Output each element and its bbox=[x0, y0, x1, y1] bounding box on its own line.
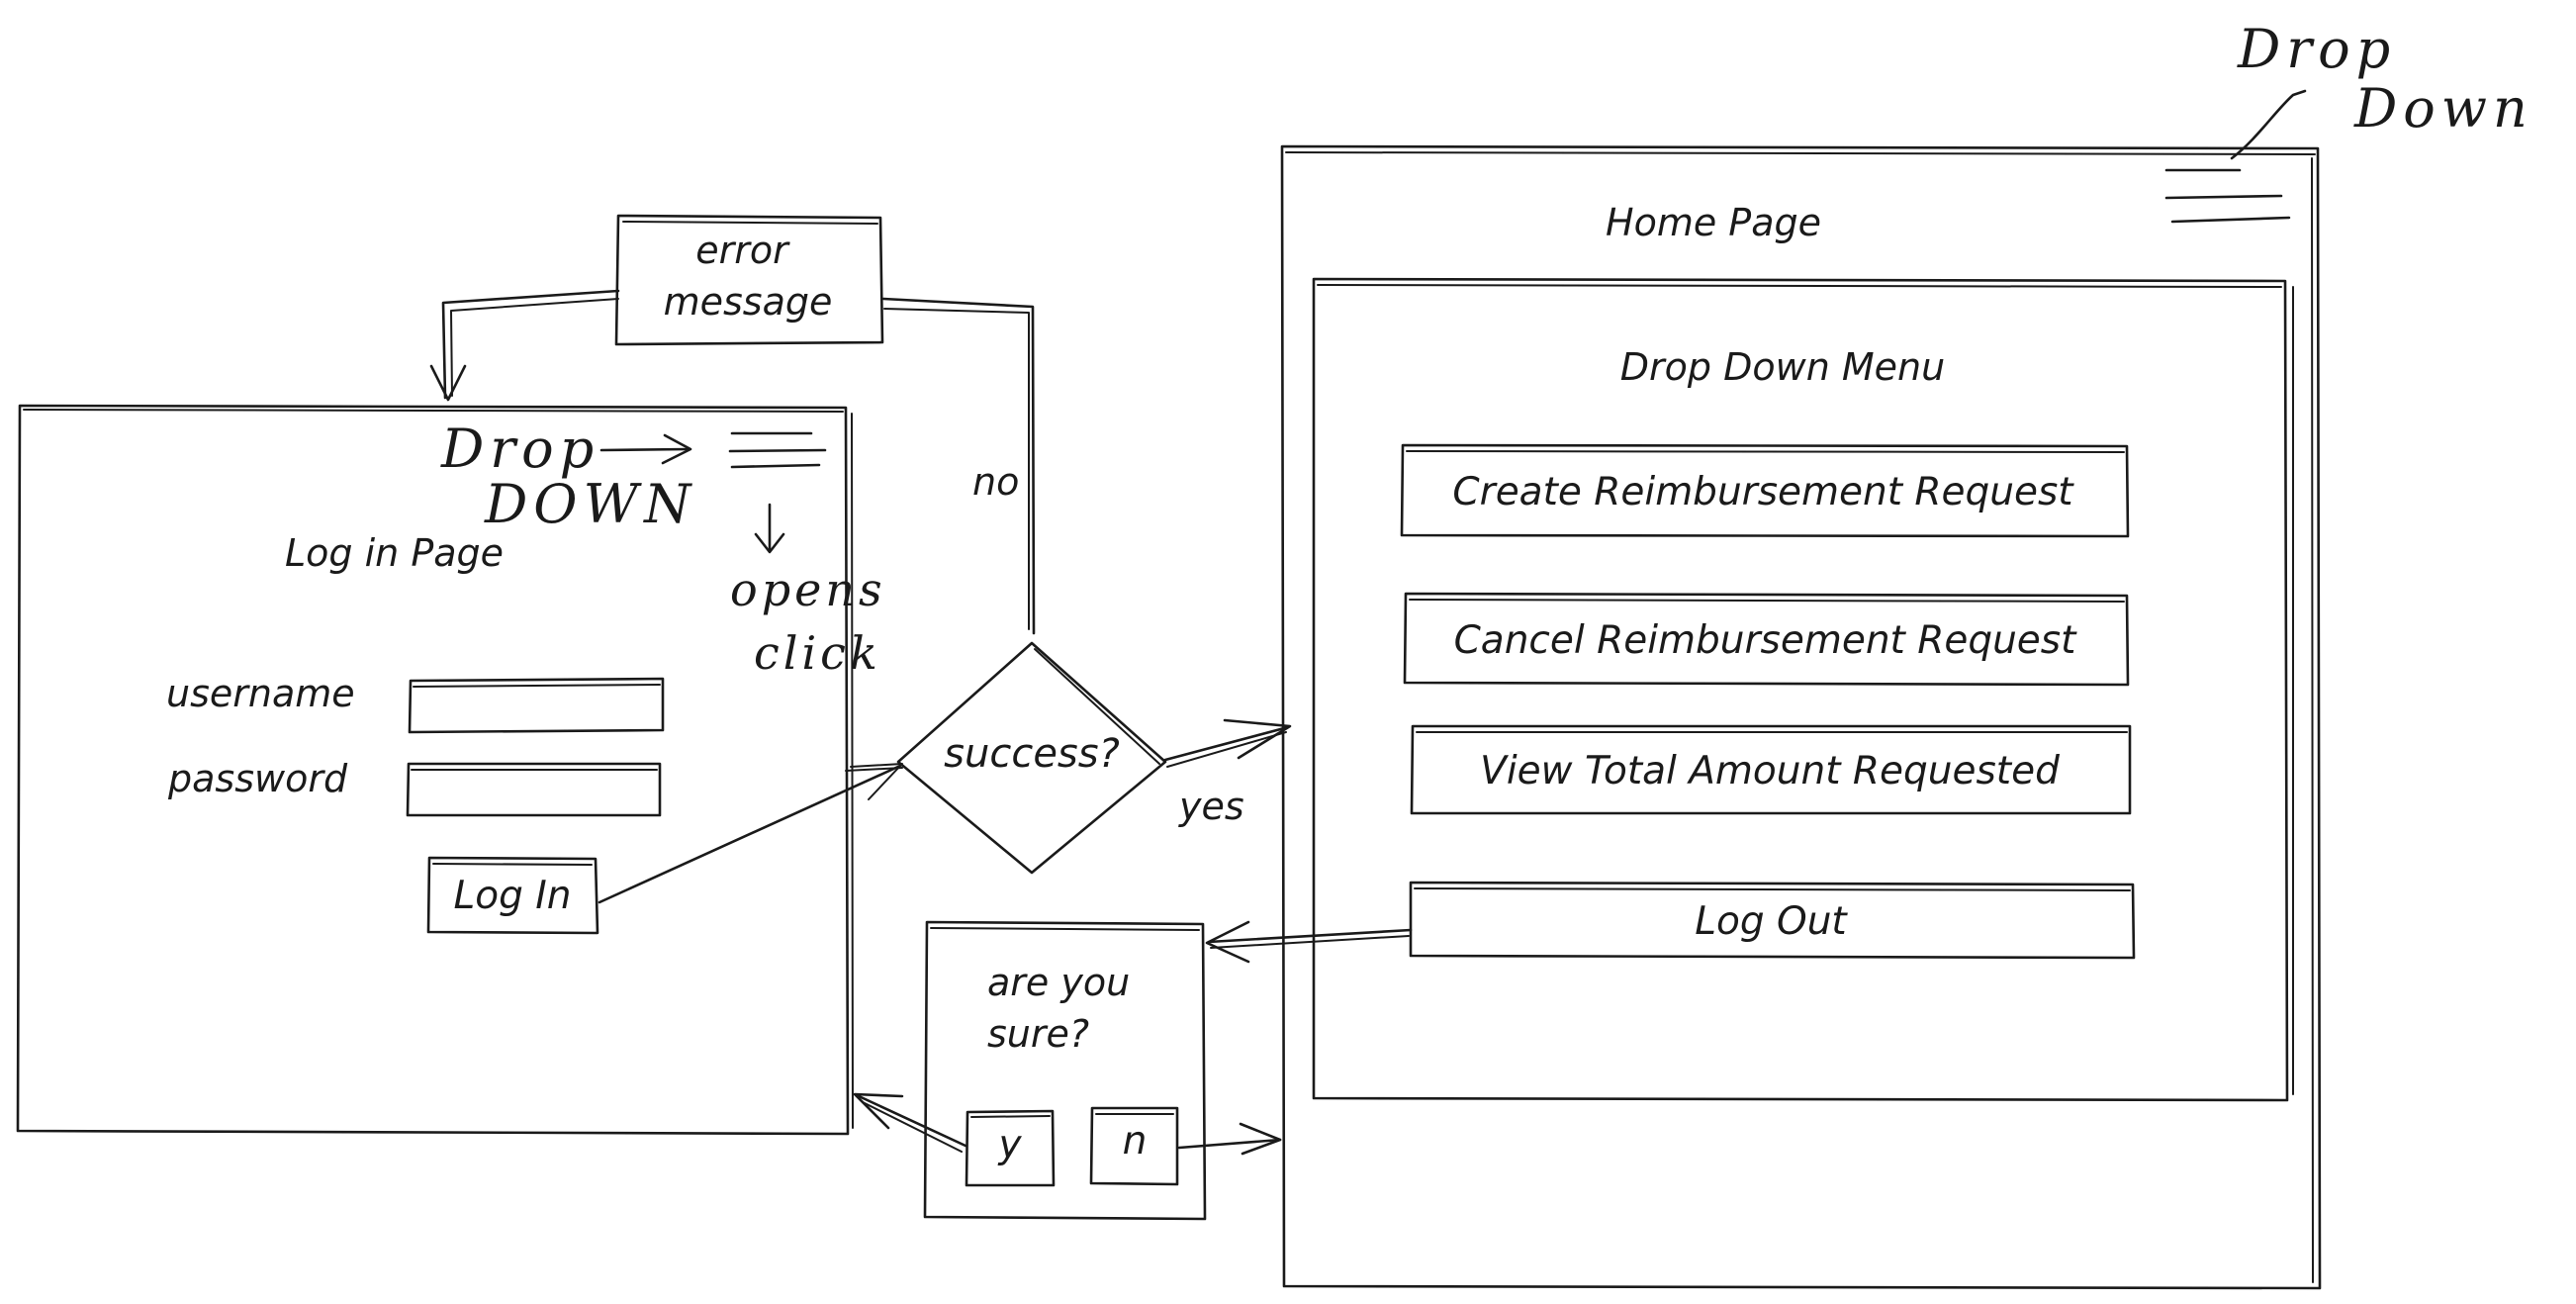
password-label: password bbox=[167, 757, 348, 800]
no-branch-line bbox=[881, 297, 1036, 635]
password-field[interactable] bbox=[406, 762, 662, 817]
confirm-no-label: n bbox=[1123, 1119, 1148, 1164]
logout-button[interactable]: Log Out bbox=[1409, 881, 2136, 960]
login-to-decision-arrow bbox=[598, 763, 903, 904]
cancel-reimbursement-button[interactable]: Cancel Reimbursement Request bbox=[1403, 592, 2130, 687]
view-total-amount-button[interactable]: View Total Amount Requested bbox=[1410, 724, 2132, 815]
home-page-frame bbox=[1280, 144, 2322, 1290]
create-reimbursement-label: Create Reimbursement Request bbox=[1452, 470, 2074, 514]
username-label: username bbox=[166, 672, 355, 715]
login-button-label: Log In bbox=[454, 874, 572, 918]
create-reimbursement-button[interactable]: Create Reimbursement Request bbox=[1400, 443, 2130, 538]
cancel-reimbursement-label: Cancel Reimbursement Request bbox=[1454, 618, 2078, 663]
home-dropdown-note-line2: Down bbox=[2353, 77, 2533, 140]
yes-branch-label: yes bbox=[1178, 785, 1244, 828]
drop-to-hamburger-arrow bbox=[599, 433, 692, 465]
error-message-line1: error bbox=[695, 229, 790, 272]
opens-note-line1: opens bbox=[730, 563, 886, 616]
login-dropdown-note-line1: Drop bbox=[440, 418, 599, 480]
view-total-amount-label: View Total Amount Requested bbox=[1480, 749, 2060, 793]
home-dropdown-pointer bbox=[2230, 89, 2307, 160]
yes-branch-arrow bbox=[1163, 718, 1292, 768]
error-message-line2: message bbox=[664, 280, 833, 324]
no-branch-label: no bbox=[972, 460, 1019, 504]
success-decision-diamond bbox=[896, 641, 1167, 875]
confirm-dialog-box bbox=[923, 920, 1207, 1221]
no-to-home-arrow bbox=[1177, 1122, 1282, 1156]
opens-down-arrow bbox=[754, 503, 785, 554]
opens-note-line2: click bbox=[754, 626, 881, 680]
login-dropdown-note-line2: DOWN bbox=[484, 473, 696, 535]
confirm-line2: sure? bbox=[987, 1012, 1089, 1056]
dropdown-menu-panel bbox=[1312, 277, 2294, 1102]
error-message-box bbox=[614, 214, 884, 346]
login-button[interactable]: Log In bbox=[426, 856, 599, 935]
logout-to-confirm-arrow bbox=[1205, 920, 1413, 964]
yes-to-login-arrow bbox=[853, 1092, 967, 1153]
login-page-title: Log in Page bbox=[285, 531, 504, 575]
home-dropdown-note-line1: Drop bbox=[2237, 18, 2396, 80]
dropdown-menu-title: Drop Down Menu bbox=[1620, 345, 1945, 389]
home-page-title: Home Page bbox=[1606, 201, 1821, 244]
confirm-line1: are you bbox=[987, 961, 1130, 1004]
confirm-yes-button[interactable]: y bbox=[965, 1109, 1056, 1187]
error-to-login-arrow bbox=[429, 289, 620, 402]
login-hamburger-icon[interactable] bbox=[728, 425, 827, 473]
confirm-yes-label: y bbox=[997, 1123, 1022, 1167]
success-question: success? bbox=[944, 731, 1120, 777]
confirm-no-button[interactable]: n bbox=[1089, 1106, 1179, 1186]
logout-label: Log Out bbox=[1695, 899, 1848, 944]
username-field[interactable] bbox=[408, 677, 665, 734]
home-hamburger-icon[interactable] bbox=[2162, 162, 2293, 228]
